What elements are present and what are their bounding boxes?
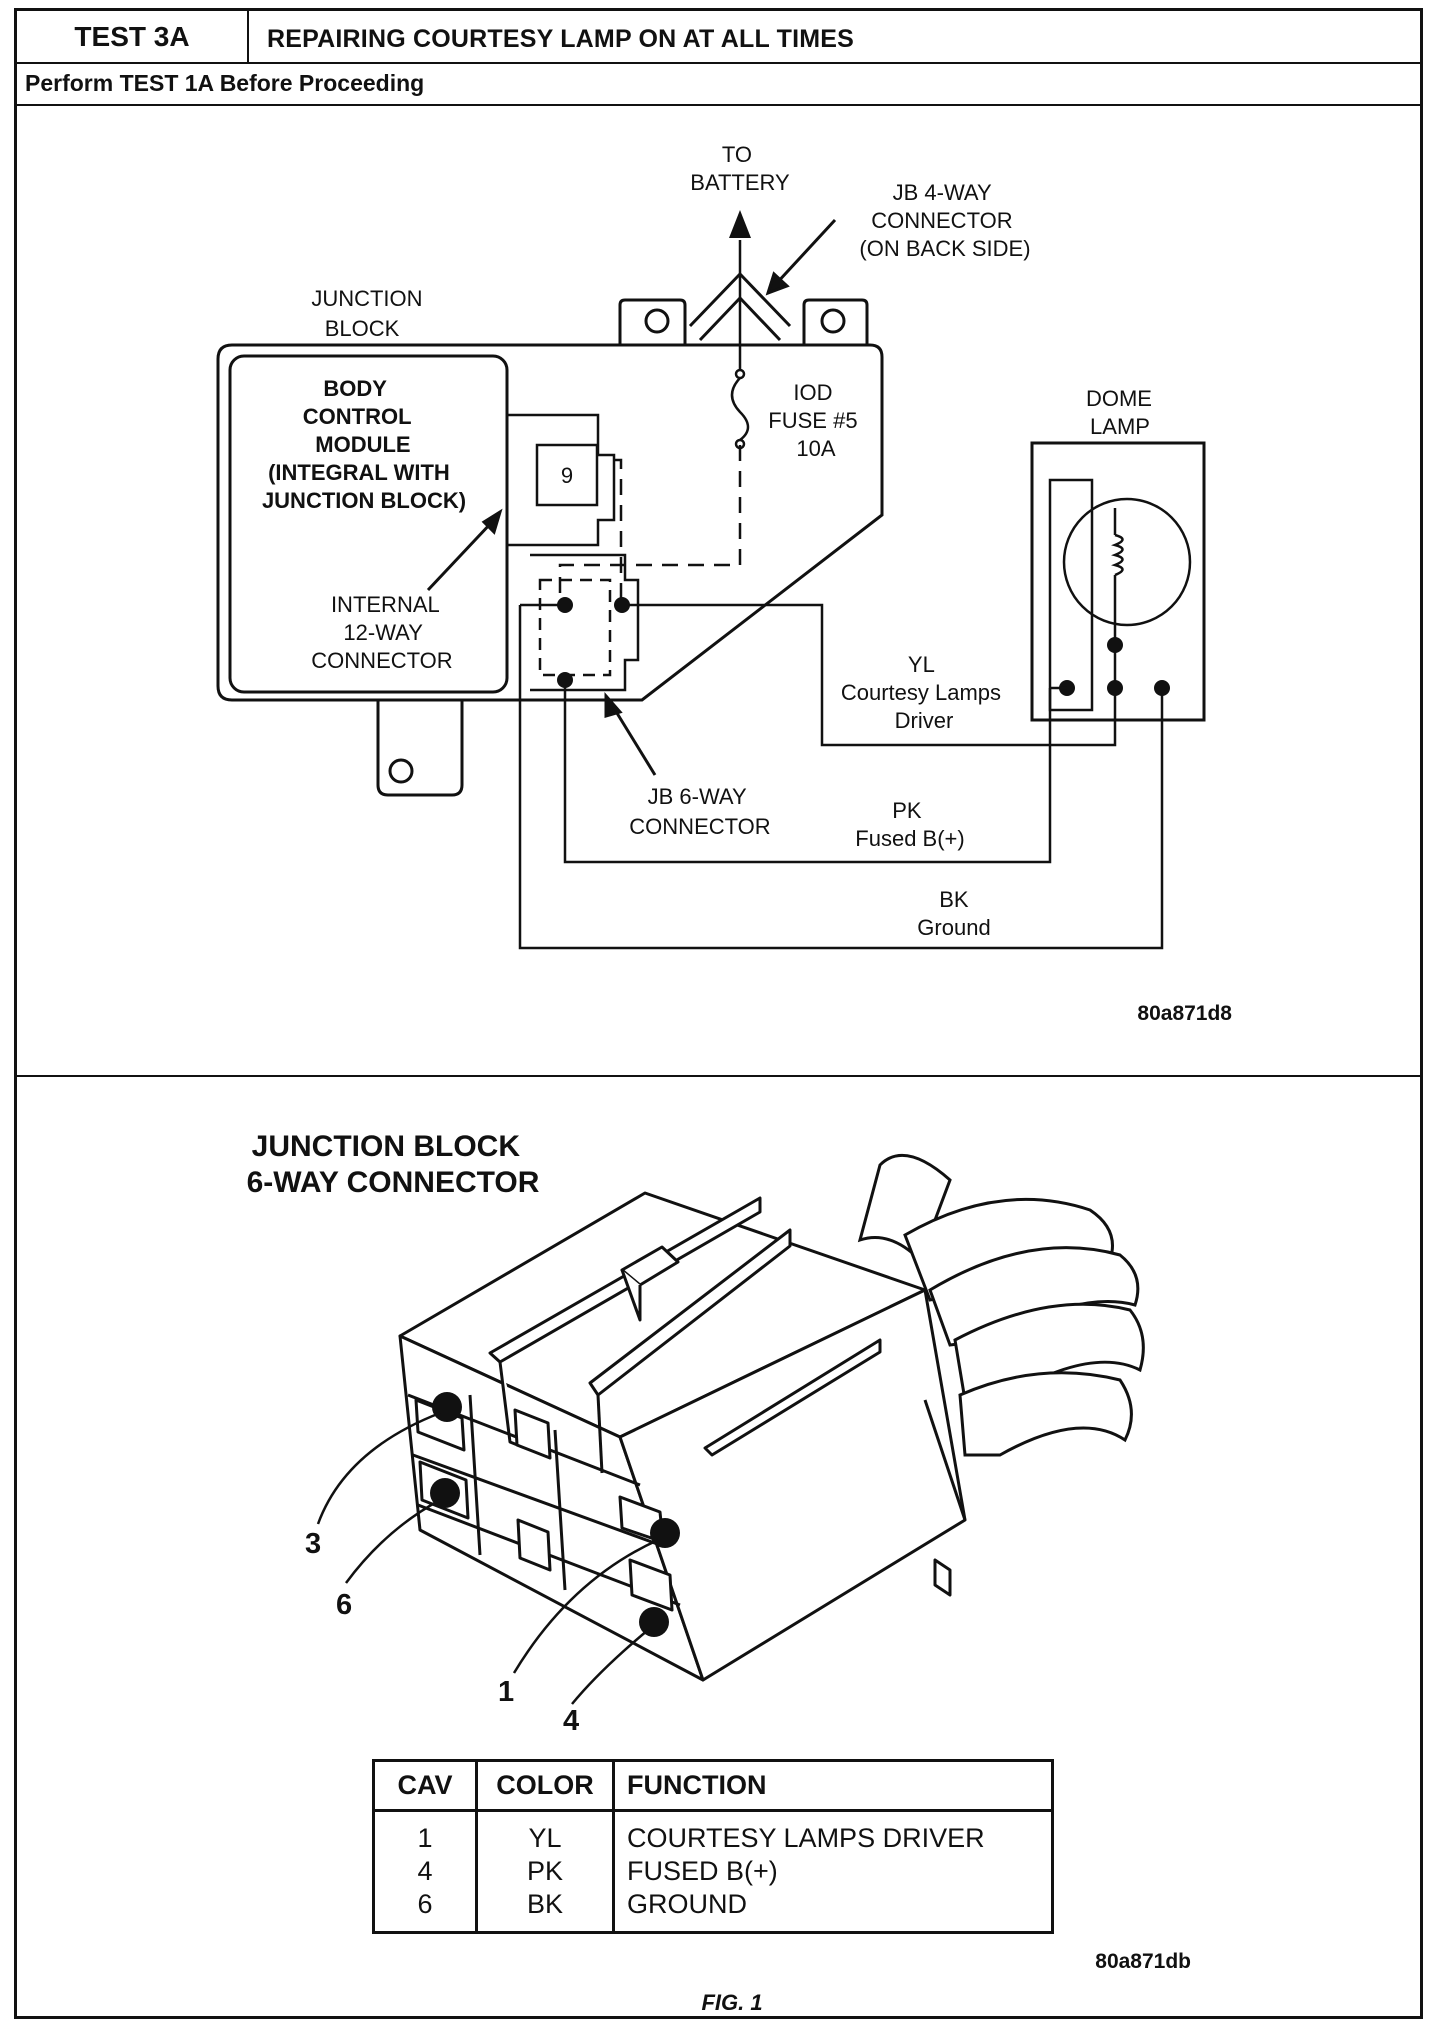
table-row: 6 BK GROUND [373, 1888, 1053, 1933]
bcm-label: BODY CONTROL MODULE (INTEGRAL WITH JUNCT… [262, 376, 466, 513]
cav-cell: 4 [373, 1855, 478, 1888]
col-function-header: FUNCTION [613, 1760, 1053, 1812]
bcm-pointer [426, 508, 503, 592]
connector-view-title: JUNCTION BLOCK 6-WAY CONNECTOR [247, 1130, 540, 1199]
junction-block-outline [216, 298, 884, 797]
schematic-code: 80a871d8 [1137, 1002, 1232, 1025]
color-cell: PK [476, 1855, 615, 1888]
dome-lamp-label: DOME LAMP [1086, 386, 1158, 439]
pin-leaders [316, 1411, 659, 1705]
header-row: TEST 3A REPAIRING COURTESY LAMP ON AT AL… [17, 11, 1420, 64]
function-cell: FUSED B(+) [627, 1856, 778, 1886]
prerequisite-row: Perform TEST 1A Before Proceeding [17, 62, 1420, 106]
jb-4way-pointer [765, 218, 837, 296]
dome-lamp-symbol [1030, 441, 1206, 722]
cavity-9-label: 9 [561, 463, 573, 488]
wires [518, 603, 1164, 950]
function-cell: COURTESY LAMPS DRIVER [627, 1823, 985, 1853]
battery-arrow [729, 210, 751, 238]
connector-body [398, 1191, 967, 1682]
page-frame: TEST 3A REPAIRING COURTESY LAMP ON AT AL… [14, 8, 1423, 2019]
connector-pins [557, 597, 630, 688]
jb-6way-pointer [604, 692, 657, 776]
internal-connector [507, 413, 616, 547]
prerequisite-text: Perform TEST 1A Before Proceeding [25, 70, 425, 96]
pin-6-label: 6 [336, 1589, 352, 1621]
test-id: TEST 3A [17, 11, 249, 62]
pin-4-label: 4 [563, 1705, 579, 1737]
section-divider [17, 1075, 1420, 1077]
jb-6way-connector-symbol [530, 553, 640, 692]
table-row: 1 YL COURTESY LAMPS DRIVER [373, 1810, 1053, 1855]
pin-3-label: 3 [305, 1528, 321, 1560]
cav-cell: 1 [373, 1810, 478, 1855]
jb-4way-label: JB 4-WAY CONNECTOR (ON BACK SIDE) [859, 180, 1030, 261]
table-header-row: CAV COLOR FUNCTION [373, 1760, 1053, 1812]
iod-fuse [688, 240, 792, 450]
junction-block-label: JUNCTION BLOCK [311, 286, 428, 341]
table-row: 4 PK FUSED B(+) [373, 1855, 1053, 1888]
color-cell: YL [476, 1810, 615, 1855]
wire-bk-label: BK Ground [917, 887, 990, 940]
internal-12way-label: INTERNAL 12-WAY CONNECTOR [311, 592, 452, 673]
to-battery-label: TO BATTERY [690, 142, 790, 195]
iod-fuse-label: IOD FUSE #5 10A [768, 380, 863, 461]
internal-dashed-wiring [558, 445, 742, 605]
col-color-header: COLOR [476, 1760, 615, 1812]
test-title: REPAIRING COURTESY LAMP ON AT ALL TIMES [267, 25, 854, 53]
pin-function-table: CAV COLOR FUNCTION 1 YL COURTESY LAMPS D… [372, 1759, 1054, 1934]
connector-code: 80a871db [1095, 1950, 1191, 1973]
figure-caption: FIG. 1 [701, 1990, 762, 2015]
wire-yl-label: YL Courtesy Lamps Driver [841, 652, 1007, 733]
cav-cell: 6 [373, 1888, 478, 1933]
bcm-module [228, 354, 509, 694]
wire-pk-label: PK Fused B(+) [855, 798, 964, 851]
connector-dashed-box [538, 578, 612, 677]
jb-6way-label: JB 6-WAY CONNECTOR [629, 784, 770, 839]
pin-1-label: 1 [498, 1676, 514, 1708]
wire-bundle [857, 1153, 1145, 1457]
function-cell: GROUND [627, 1889, 747, 1919]
color-cell: BK [476, 1888, 615, 1933]
col-cav-header: CAV [373, 1760, 478, 1812]
